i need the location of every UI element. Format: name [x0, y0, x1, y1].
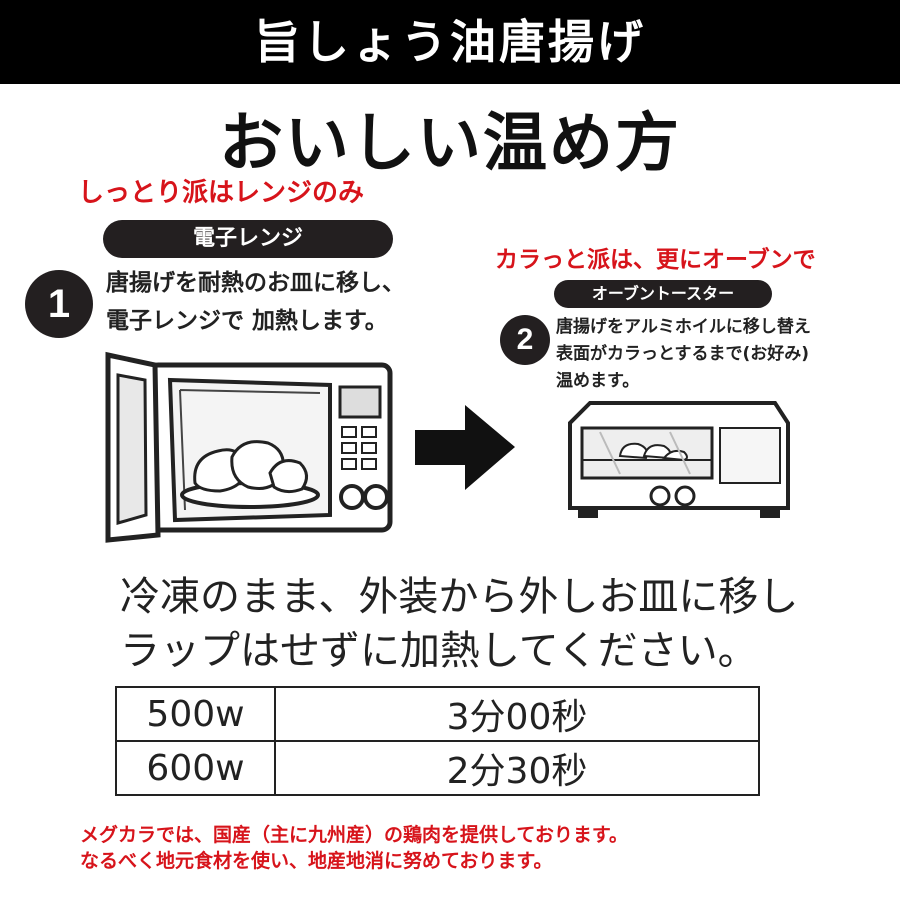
instruction-line: 冷凍のまま、外装から外しお皿に移し: [120, 574, 799, 620]
step-2-badge: 2: [500, 315, 550, 365]
wattage-cell: 600w: [115, 740, 276, 796]
microwave-knob: [339, 484, 365, 510]
toaster-oven-illustration: [568, 401, 790, 518]
header-title: 旨しょう油唐揚げ: [254, 15, 646, 69]
oven-pill: オーブントースター: [554, 280, 772, 308]
footer-line: なるべく地元食材を使い、地産地消に努めております。: [80, 850, 553, 872]
header-bar: [0, 0, 900, 84]
instruction-line: ラップはせずに加熱してください。: [120, 628, 758, 674]
oven-step-line: 唐揚げをアルミホイルに移し替え: [556, 317, 811, 337]
right-arrow-icon: [415, 405, 515, 490]
microwave-illustration: [105, 351, 393, 543]
oven-step-line: 温めます。: [556, 371, 640, 391]
microwave-pill: 電子レンジ: [103, 220, 393, 258]
time-cell: 3分00秒: [274, 686, 760, 742]
microwave-step-text: 唐揚げを耐熱のお皿に移し、 電子レンジで 加熱します。: [106, 264, 405, 340]
karaage-pieces: [193, 440, 308, 494]
instructions: 冷凍のまま、外装から外しお皿に移し ラップはせずに加熱してください。: [120, 570, 798, 678]
time-cell: 2分30秒: [274, 740, 760, 796]
microwave-step-line: 唐揚げを耐熱のお皿に移し、: [106, 270, 405, 296]
microwave-step-line: 電子レンジで 加熱します。: [106, 308, 388, 334]
microwave-tagline: しっとり派はレンジのみ: [78, 178, 365, 208]
step-1-badge: 1: [25, 270, 93, 338]
oven-tagline: カラっと派は、更にオーブンで: [495, 247, 816, 273]
oven-step-text: 唐揚げをアルミホイルに移し替え 表面がカラっとするまで(お好み) 温めます。: [556, 314, 811, 395]
table-row: 500w 3分00秒: [115, 686, 760, 742]
heating-table: 500w 3分00秒 600w 2分30秒: [115, 686, 760, 796]
oven-knob: [649, 485, 671, 507]
oven-step-line: 表面がカラっとするまで(お好み): [556, 344, 810, 364]
wattage-cell: 500w: [115, 686, 276, 742]
footer-line: メグカラでは、国産（主に九州産）の鶏肉を提供しております。: [80, 824, 628, 846]
page-title: おいしい温め方: [219, 107, 681, 181]
microwave-display: [338, 385, 382, 419]
table-row: 600w 2分30秒: [115, 740, 760, 796]
